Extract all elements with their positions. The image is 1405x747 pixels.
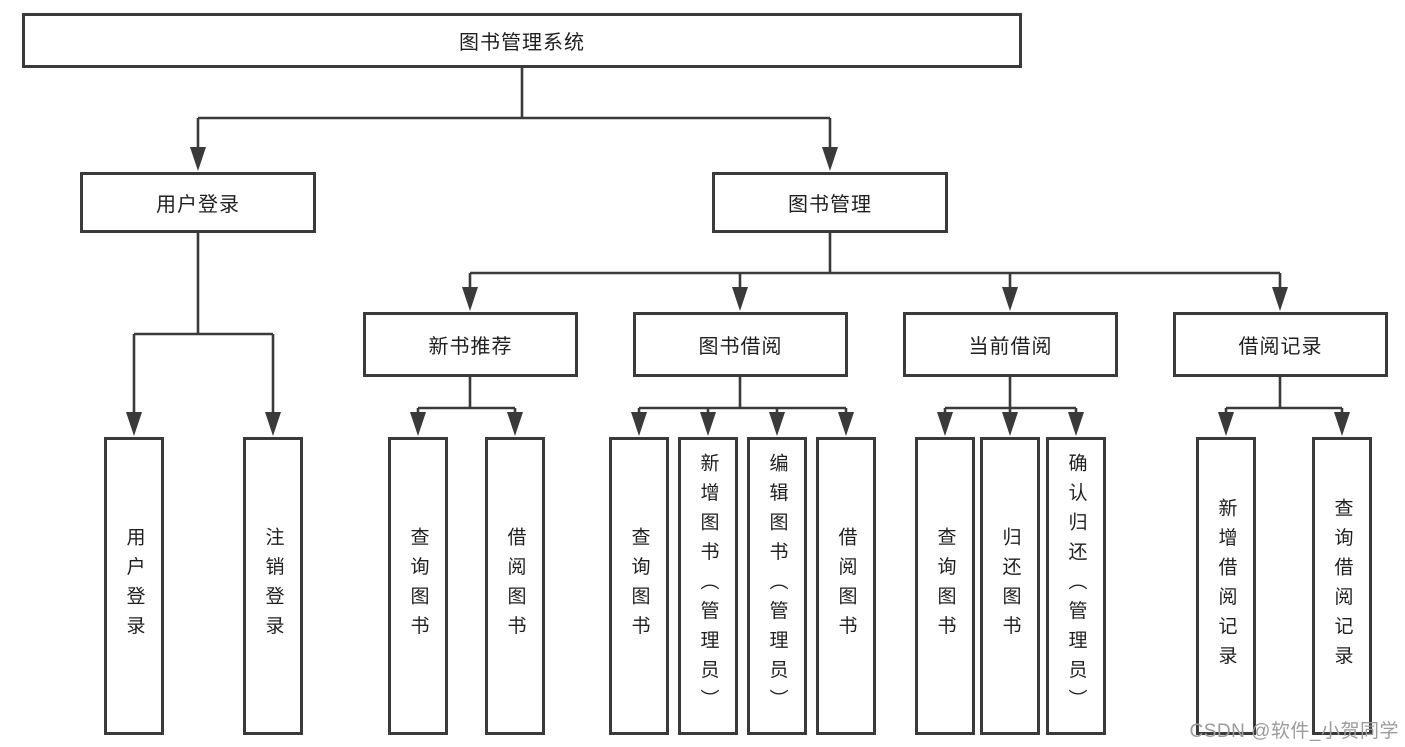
leaf-query-books-borrow-label: 查询图书	[628, 527, 650, 645]
leaf-add-borrow-record-label: 新增借阅记录	[1215, 497, 1237, 675]
branch-current-borrow	[937, 377, 1084, 436]
leaf-edit-book-admin-label: 编辑图书（管理员）	[766, 453, 788, 719]
arrowhead	[410, 412, 426, 436]
leaf-user-login: 用户登录	[104, 437, 164, 735]
branch-new-book-recommend	[410, 377, 523, 436]
node-book-borrow-label: 图书借阅	[698, 336, 783, 358]
arrowhead	[1002, 287, 1018, 311]
branch-borrow-records	[1218, 377, 1350, 436]
leaf-logout: 注销登录	[243, 437, 303, 735]
arrowhead	[937, 412, 953, 436]
branch-user-login	[126, 233, 281, 436]
leaf-query-borrow-record: 查询借阅记录	[1312, 437, 1372, 735]
node-user-login: 用户登录	[80, 172, 316, 233]
leaf-confirm-return-admin-label: 确认归还（管理员）	[1065, 453, 1087, 719]
leaf-confirm-return-admin: 确认归还（管理员）	[1046, 437, 1106, 735]
branch-book-borrow	[631, 377, 854, 436]
leaf-return-books-label: 归还图书	[999, 527, 1021, 645]
node-book-management: 图书管理	[712, 172, 948, 233]
leaf-query-books-recommend-label: 查询图书	[407, 527, 429, 645]
node-user-login-label: 用户登录	[156, 194, 240, 216]
leaf-logout-label: 注销登录	[262, 527, 284, 645]
arrowhead	[822, 147, 838, 171]
arrowhead	[838, 412, 854, 436]
leaf-query-books-recommend: 查询图书	[388, 437, 448, 735]
leaf-return-books: 归还图书	[980, 437, 1040, 735]
leaf-add-book-admin: 新增图书（管理员）	[678, 437, 738, 735]
arrowhead	[732, 287, 748, 311]
node-new-book-recommend-label: 新书推荐	[428, 336, 513, 358]
leaf-query-borrow-record-label: 查询借阅记录	[1331, 497, 1353, 675]
arrowhead	[1334, 412, 1350, 436]
arrowhead	[190, 147, 206, 171]
leaf-query-books-borrow: 查询图书	[609, 437, 669, 735]
node-current-borrow-label: 当前借阅	[968, 336, 1053, 358]
arrowhead	[462, 287, 478, 311]
leaf-borrow-books-label: 借阅图书	[835, 527, 857, 645]
arrowhead	[126, 412, 142, 436]
leaf-borrow-books-recommend: 借阅图书	[485, 437, 545, 735]
node-root: 图书管理系统	[22, 13, 1022, 68]
node-borrow-records: 借阅记录	[1173, 312, 1388, 377]
arrowhead	[1218, 412, 1234, 436]
arrowhead	[1068, 412, 1084, 436]
leaf-borrow-books-recommend-label: 借阅图书	[504, 527, 526, 645]
arrowhead	[507, 412, 523, 436]
leaf-user-login-label: 用户登录	[123, 527, 145, 645]
node-book-management-label: 图书管理	[788, 194, 872, 216]
leaf-query-books-current-label: 查询图书	[934, 527, 956, 645]
leaf-query-books-current: 查询图书	[915, 437, 975, 735]
node-borrow-records-label: 借阅记录	[1238, 336, 1323, 358]
arrowhead	[1272, 287, 1288, 311]
leaf-borrow-books: 借阅图书	[816, 437, 876, 735]
branch-book-management	[462, 233, 1288, 311]
branch-root	[190, 68, 838, 171]
arrowhead	[631, 412, 647, 436]
node-current-borrow: 当前借阅	[903, 312, 1118, 377]
node-new-book-recommend: 新书推荐	[363, 312, 578, 377]
arrowhead	[1002, 412, 1018, 436]
arrowhead	[265, 412, 281, 436]
node-root-label: 图书管理系统	[459, 32, 585, 54]
arrowhead	[769, 412, 785, 436]
leaf-add-borrow-record: 新增借阅记录	[1196, 437, 1256, 735]
csdn-watermark: CSDN @软件_小贺同学	[1189, 721, 1399, 742]
node-book-borrow: 图书借阅	[633, 312, 848, 377]
leaf-edit-book-admin: 编辑图书（管理员）	[747, 437, 807, 735]
leaf-add-book-admin-label: 新增图书（管理员）	[697, 453, 719, 719]
arrowhead	[700, 412, 716, 436]
